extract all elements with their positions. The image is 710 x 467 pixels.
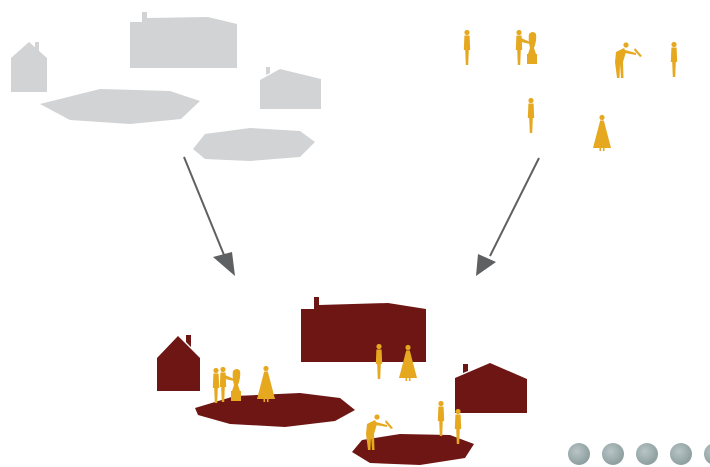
- lot-icon: [195, 393, 355, 427]
- places-group: [11, 12, 321, 161]
- nav-dot-1[interactable]: [568, 443, 590, 465]
- slide-navigation: [566, 443, 710, 467]
- nav-dot-4[interactable]: [670, 443, 692, 465]
- arrow-icon: [476, 158, 539, 276]
- arrow-icon: [184, 157, 235, 276]
- person-sculpting-icon: [220, 367, 241, 402]
- person-digging-icon: [615, 42, 642, 78]
- nav-dot-3[interactable]: [636, 443, 658, 465]
- person-icon: [528, 98, 534, 133]
- lot-icon: [40, 89, 200, 124]
- house-icon: [130, 12, 237, 68]
- house-icon: [455, 363, 527, 413]
- person-sculpting-icon: [516, 30, 537, 65]
- arrows: [184, 157, 539, 276]
- nav-dot-2[interactable]: [602, 443, 624, 465]
- house-icon: [260, 67, 321, 109]
- nav-dot-5[interactable]: [704, 443, 710, 465]
- house-icon: [11, 42, 47, 92]
- person-in-dress-icon: [257, 366, 275, 402]
- people-group: [464, 30, 677, 151]
- person-in-dress-icon: [593, 115, 611, 151]
- person-icon: [213, 368, 219, 403]
- person-icon: [438, 401, 444, 436]
- person-icon: [671, 42, 677, 77]
- combined-places: [157, 297, 527, 465]
- house-icon: [157, 335, 200, 391]
- lot-icon: [193, 128, 315, 161]
- person-icon: [464, 30, 470, 65]
